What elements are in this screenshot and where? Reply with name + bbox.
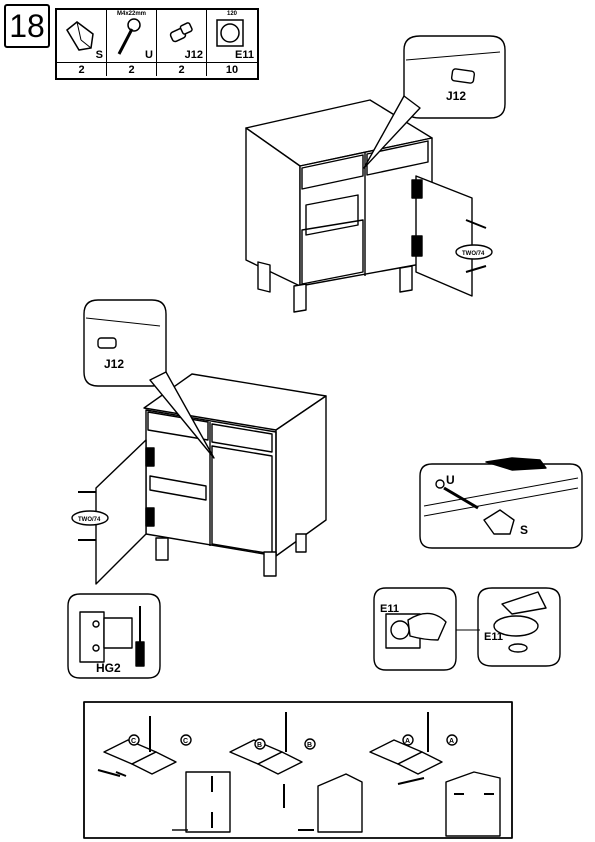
part-code: S	[95, 49, 103, 61]
callout-knob-s: S	[520, 523, 528, 537]
screw-icon	[117, 18, 141, 55]
callout-e11-right: E11	[484, 631, 503, 643]
hinge-label-top: TWO/74	[462, 251, 485, 257]
part-cell-e11: 120 E11	[207, 10, 257, 62]
callout-screw-u: U	[446, 473, 455, 487]
adjust-label: A	[405, 738, 410, 745]
callout-j12-top: J12	[446, 89, 466, 103]
knob-icon	[66, 21, 94, 51]
part-code: E11	[235, 49, 254, 61]
callout-e11-left: E11	[380, 603, 399, 615]
part-qty: 2	[157, 62, 207, 76]
dowel-icon	[169, 22, 193, 43]
adjust-label: A	[449, 738, 454, 745]
hinge-label-mid: TWO/74	[78, 517, 101, 523]
part-spec: M4x22mm	[116, 11, 146, 17]
part-code: J12	[184, 49, 203, 61]
callout-hinge-hg2: HG2	[96, 661, 121, 675]
upper-cabinet	[245, 99, 493, 313]
step-number: 18	[4, 4, 50, 48]
part-code: U	[145, 49, 153, 61]
part-cell-j12: J12	[157, 10, 207, 62]
part-cell-s: S	[57, 10, 107, 62]
adjust-label: B	[307, 742, 312, 749]
adjust-label: C	[131, 738, 136, 745]
part-qty: 2	[107, 62, 157, 76]
adjust-label: B	[257, 742, 262, 749]
parts-table: S M4x22mm U J12 120 E11 2 2 2 10	[55, 8, 259, 80]
part-qty: 2	[57, 62, 107, 76]
part-spec: 120	[226, 11, 237, 17]
part-cell-u: M4x22mm U	[107, 10, 157, 62]
adjust-label: C	[183, 738, 188, 745]
lower-cabinet	[71, 373, 327, 585]
part-qty: 10	[207, 62, 257, 76]
bumper-pad-icon	[216, 19, 244, 47]
callout-j12-mid: J12	[104, 357, 124, 371]
